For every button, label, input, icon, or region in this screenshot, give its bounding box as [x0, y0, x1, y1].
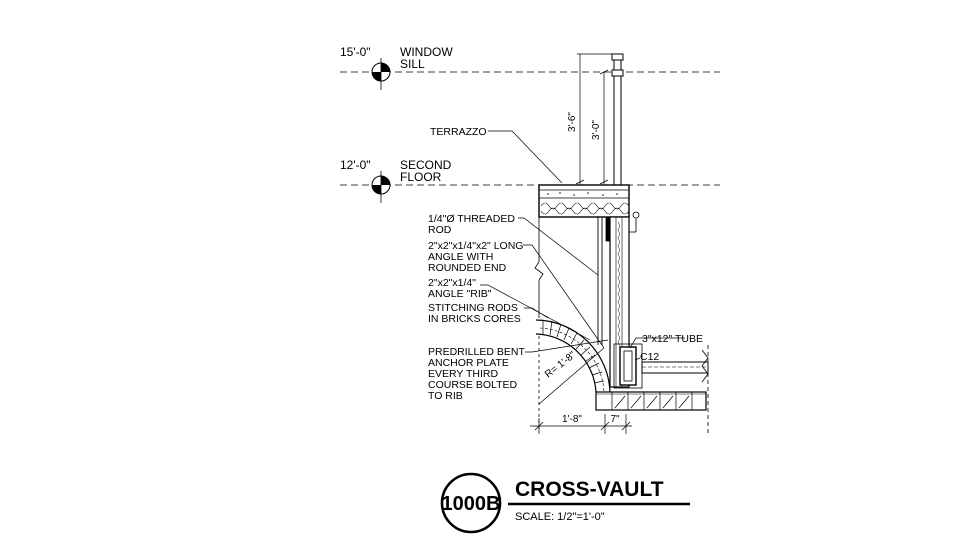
- dimension-sill-height: 3'-0": [591, 120, 602, 140]
- dimension-rail-height: 3'-6": [567, 112, 578, 132]
- note-long-angle: ANGLE WITH: [428, 251, 493, 263]
- note-anchor-plate: EVERY THIRD: [428, 368, 498, 380]
- note-channel: C12: [640, 351, 659, 363]
- dimension-wall-width: 7": [610, 414, 620, 425]
- note-steel-tube: 3"x12" TUBE: [642, 333, 703, 345]
- note-anchor-plate: PREDRILLED BENT: [428, 346, 525, 358]
- level-name: WINDOW: [400, 45, 453, 59]
- note-anchor-plate: COURSE BOLTED: [428, 379, 517, 391]
- title-block: 1000B CROSS-VAULT SCALE: 1/2"=1'-0": [440, 472, 690, 534]
- level-marker-second-floor: 12'-0" SECOND FLOOR: [340, 158, 452, 203]
- wall-section: [605, 211, 640, 388]
- adjacent-slab: [641, 345, 709, 435]
- note-stitching-rods: STITCHING RODS: [428, 302, 518, 314]
- floor-slab: [538, 184, 630, 218]
- radius-dimension: [538, 347, 605, 405]
- leader-lines: [480, 130, 685, 361]
- brick-vault: [535, 319, 611, 393]
- railing-post: [611, 53, 624, 188]
- detail-number: 1000B: [442, 493, 501, 515]
- note-long-angle: ROUNDED END: [428, 262, 507, 274]
- brick-foundation: [595, 391, 707, 411]
- note-stitching-rods: IN BRICKS CORES: [428, 313, 521, 325]
- dimension-vault-width: 1'-8": [562, 414, 582, 425]
- level-elevation: 15'-0": [340, 45, 371, 59]
- detail-title: CROSS-VAULT: [515, 478, 664, 501]
- note-angle-rib: 2"x2"x1/4": [428, 277, 476, 289]
- level-name: FLOOR: [400, 170, 442, 184]
- note-long-angle: 2"x2"x1/4"x2" LONG: [428, 240, 523, 252]
- level-lines: [340, 71, 720, 186]
- level-name: SECOND: [400, 158, 452, 172]
- break-lines: [534, 185, 544, 430]
- note-anchor-plate: TO RIB: [428, 390, 463, 402]
- horizontal-dimensions: [530, 414, 632, 434]
- level-marker-window-sill: 15'-0" WINDOW SILL: [340, 45, 453, 90]
- dimension-radius: R= 1'-8": [543, 349, 578, 380]
- note-threaded-rod: 1/4"Ø THREADED: [428, 213, 515, 225]
- note-anchor-plate: ANCHOR PLATE: [428, 357, 509, 369]
- threaded-rod: [597, 217, 603, 345]
- level-name: SILL: [400, 57, 425, 71]
- note-threaded-rod: ROD: [428, 224, 452, 236]
- note-terrazzo: TERRAZZO: [430, 126, 487, 138]
- vertical-dimensions: [575, 53, 617, 186]
- note-angle-rib: ANGLE "RIB": [428, 288, 492, 300]
- detail-scale: SCALE: 1/2"=1'-0": [515, 511, 605, 523]
- level-elevation: 12'-0": [340, 158, 371, 172]
